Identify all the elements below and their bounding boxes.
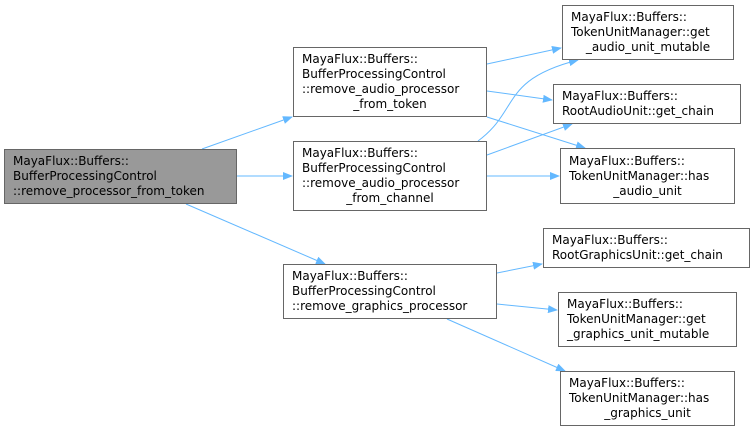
edge-rapfc-to-gaum xyxy=(477,58,579,142)
node-get-audio-unit-mutable[interactable]: MayaFlux::Buffers:: TokenUnitManager::ge… xyxy=(562,5,734,60)
node-label-line: BufferProcessingControl xyxy=(302,161,446,175)
node-label-line: BufferProcessingControl xyxy=(302,67,446,81)
node-label-line: _graphics_unit xyxy=(604,406,691,420)
node-label-line: MayaFlux::Buffers:: xyxy=(552,233,668,247)
node-label-line: TokenUnitManager::has xyxy=(569,391,710,405)
node-label-line: ::remove_audio_processor xyxy=(302,82,460,96)
node-label-line: TokenUnitManager::get xyxy=(571,25,710,39)
node-label-line: TokenUnitManager::has xyxy=(569,168,710,183)
node-label-line: BufferProcessingControl xyxy=(13,169,157,183)
edge-rapft-to-raugc xyxy=(486,90,553,103)
node-label-line: _graphics_unit_mutable xyxy=(567,327,710,341)
node-label-line: MayaFlux::Buffers:: xyxy=(562,89,678,103)
node-label-line: _audio_unit_mutable xyxy=(585,40,711,54)
edge-rgp-to-hgu xyxy=(446,318,566,372)
node-label-line: _from_token xyxy=(353,97,427,111)
node-label-line: MayaFlux::Buffers:: xyxy=(569,376,685,390)
node-has-graphics-unit[interactable]: MayaFlux::Buffers:: TokenUnitManager::ha… xyxy=(560,371,735,426)
node-label-line: MayaFlux::Buffers:: xyxy=(567,297,683,311)
node-label-line: MayaFlux::Buffers:: xyxy=(13,154,129,168)
edge-rapft-to-hau xyxy=(486,116,586,150)
node-label-line: MayaFlux::Buffers:: xyxy=(569,153,685,168)
edge-rapft-to-gaum xyxy=(486,45,562,65)
node-label-line: _audio_unit xyxy=(613,183,682,198)
node-label-line: MayaFlux::Buffers:: xyxy=(571,10,687,24)
node-label-line: BufferProcessingControl xyxy=(292,284,436,298)
node-root-graphics-unit-get-chain[interactable]: MayaFlux::Buffers:: RootGraphicsUnit::ge… xyxy=(543,228,750,268)
node-get-graphics-unit-mutable[interactable]: MayaFlux::Buffers:: TokenUnitManager::ge… xyxy=(558,292,737,347)
node-root-remove-processor-from-token[interactable]: MayaFlux::Buffers:: BufferProcessingCont… xyxy=(4,149,237,204)
node-label-line: MayaFlux::Buffers:: xyxy=(292,269,408,283)
node-has-audio-unit[interactable]: MayaFlux::Buffers:: TokenUnitManager::ha… xyxy=(560,148,735,204)
node-label-line: RootGraphicsUnit::get_chain xyxy=(552,248,723,262)
node-label-line: MayaFlux::Buffers:: xyxy=(302,146,418,160)
edge-rgp-to-ggum xyxy=(496,303,558,314)
edge-root-to-rgp xyxy=(185,203,326,265)
node-label-line: _from_channel xyxy=(346,191,434,205)
node-label-line: ::remove_processor_from_token xyxy=(13,184,205,198)
node-label-line: ::remove_audio_processor xyxy=(302,176,460,190)
node-label-line: ::remove_graphics_processor xyxy=(292,299,468,313)
edge-rapfc-to-raugc xyxy=(486,123,573,156)
edge-rgp-to-rgugc xyxy=(496,261,543,274)
node-label-line: MayaFlux::Buffers:: xyxy=(302,52,418,66)
node-label-line: TokenUnitManager::get xyxy=(567,312,706,326)
node-label-line: RootAudioUnit::get_chain xyxy=(562,104,715,118)
node-root-audio-unit-get-chain[interactable]: MayaFlux::Buffers:: RootAudioUnit::get_c… xyxy=(553,84,741,124)
node-remove-graphics-processor[interactable]: MayaFlux::Buffers:: BufferProcessingCont… xyxy=(283,264,497,319)
node-remove-audio-processor-from-channel[interactable]: MayaFlux::Buffers:: BufferProcessingCont… xyxy=(293,141,487,211)
edge-root-to-rapft xyxy=(201,116,293,150)
node-remove-audio-processor-from-token[interactable]: MayaFlux::Buffers:: BufferProcessingCont… xyxy=(293,47,487,117)
